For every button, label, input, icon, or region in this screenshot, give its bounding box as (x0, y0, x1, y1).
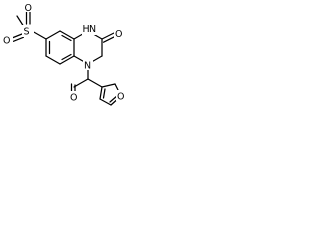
bond (31, 30, 47, 40)
bond (59, 30, 75, 40)
atom-nitrogen: N (84, 61, 91, 72)
atom-oxygen: O (117, 92, 124, 103)
bond (12, 36, 25, 42)
bond (99, 98, 112, 106)
atom-oxygen: O (70, 93, 77, 104)
atom-hydrogen: H (83, 24, 90, 35)
atom-nitrogen: N (89, 24, 96, 35)
double-bond-inner (61, 34, 72, 42)
atom-oxygen: O (3, 36, 10, 47)
bond (87, 78, 103, 88)
bond (59, 55, 75, 65)
bond (45, 30, 61, 40)
bond (99, 86, 103, 100)
lactam-ring (73, 30, 117, 65)
atom-oxygen: O (25, 3, 32, 14)
carbonyl-bond (101, 32, 115, 40)
benzene-ring (45, 30, 75, 65)
atom-sulfur: S (24, 27, 30, 38)
double-bond-inner (61, 53, 72, 61)
bond (11, 33, 23, 39)
double-bond-inner (102, 88, 106, 99)
bond (73, 78, 89, 88)
carbonyl-bond (102, 35, 117, 43)
atom-oxygen: O (115, 29, 122, 40)
bond (101, 83, 116, 88)
bond (45, 55, 61, 65)
chemical-structure: S O O H N O N O O (3, 2, 126, 106)
atom-labels: S O O H N O N O O (3, 2, 126, 104)
